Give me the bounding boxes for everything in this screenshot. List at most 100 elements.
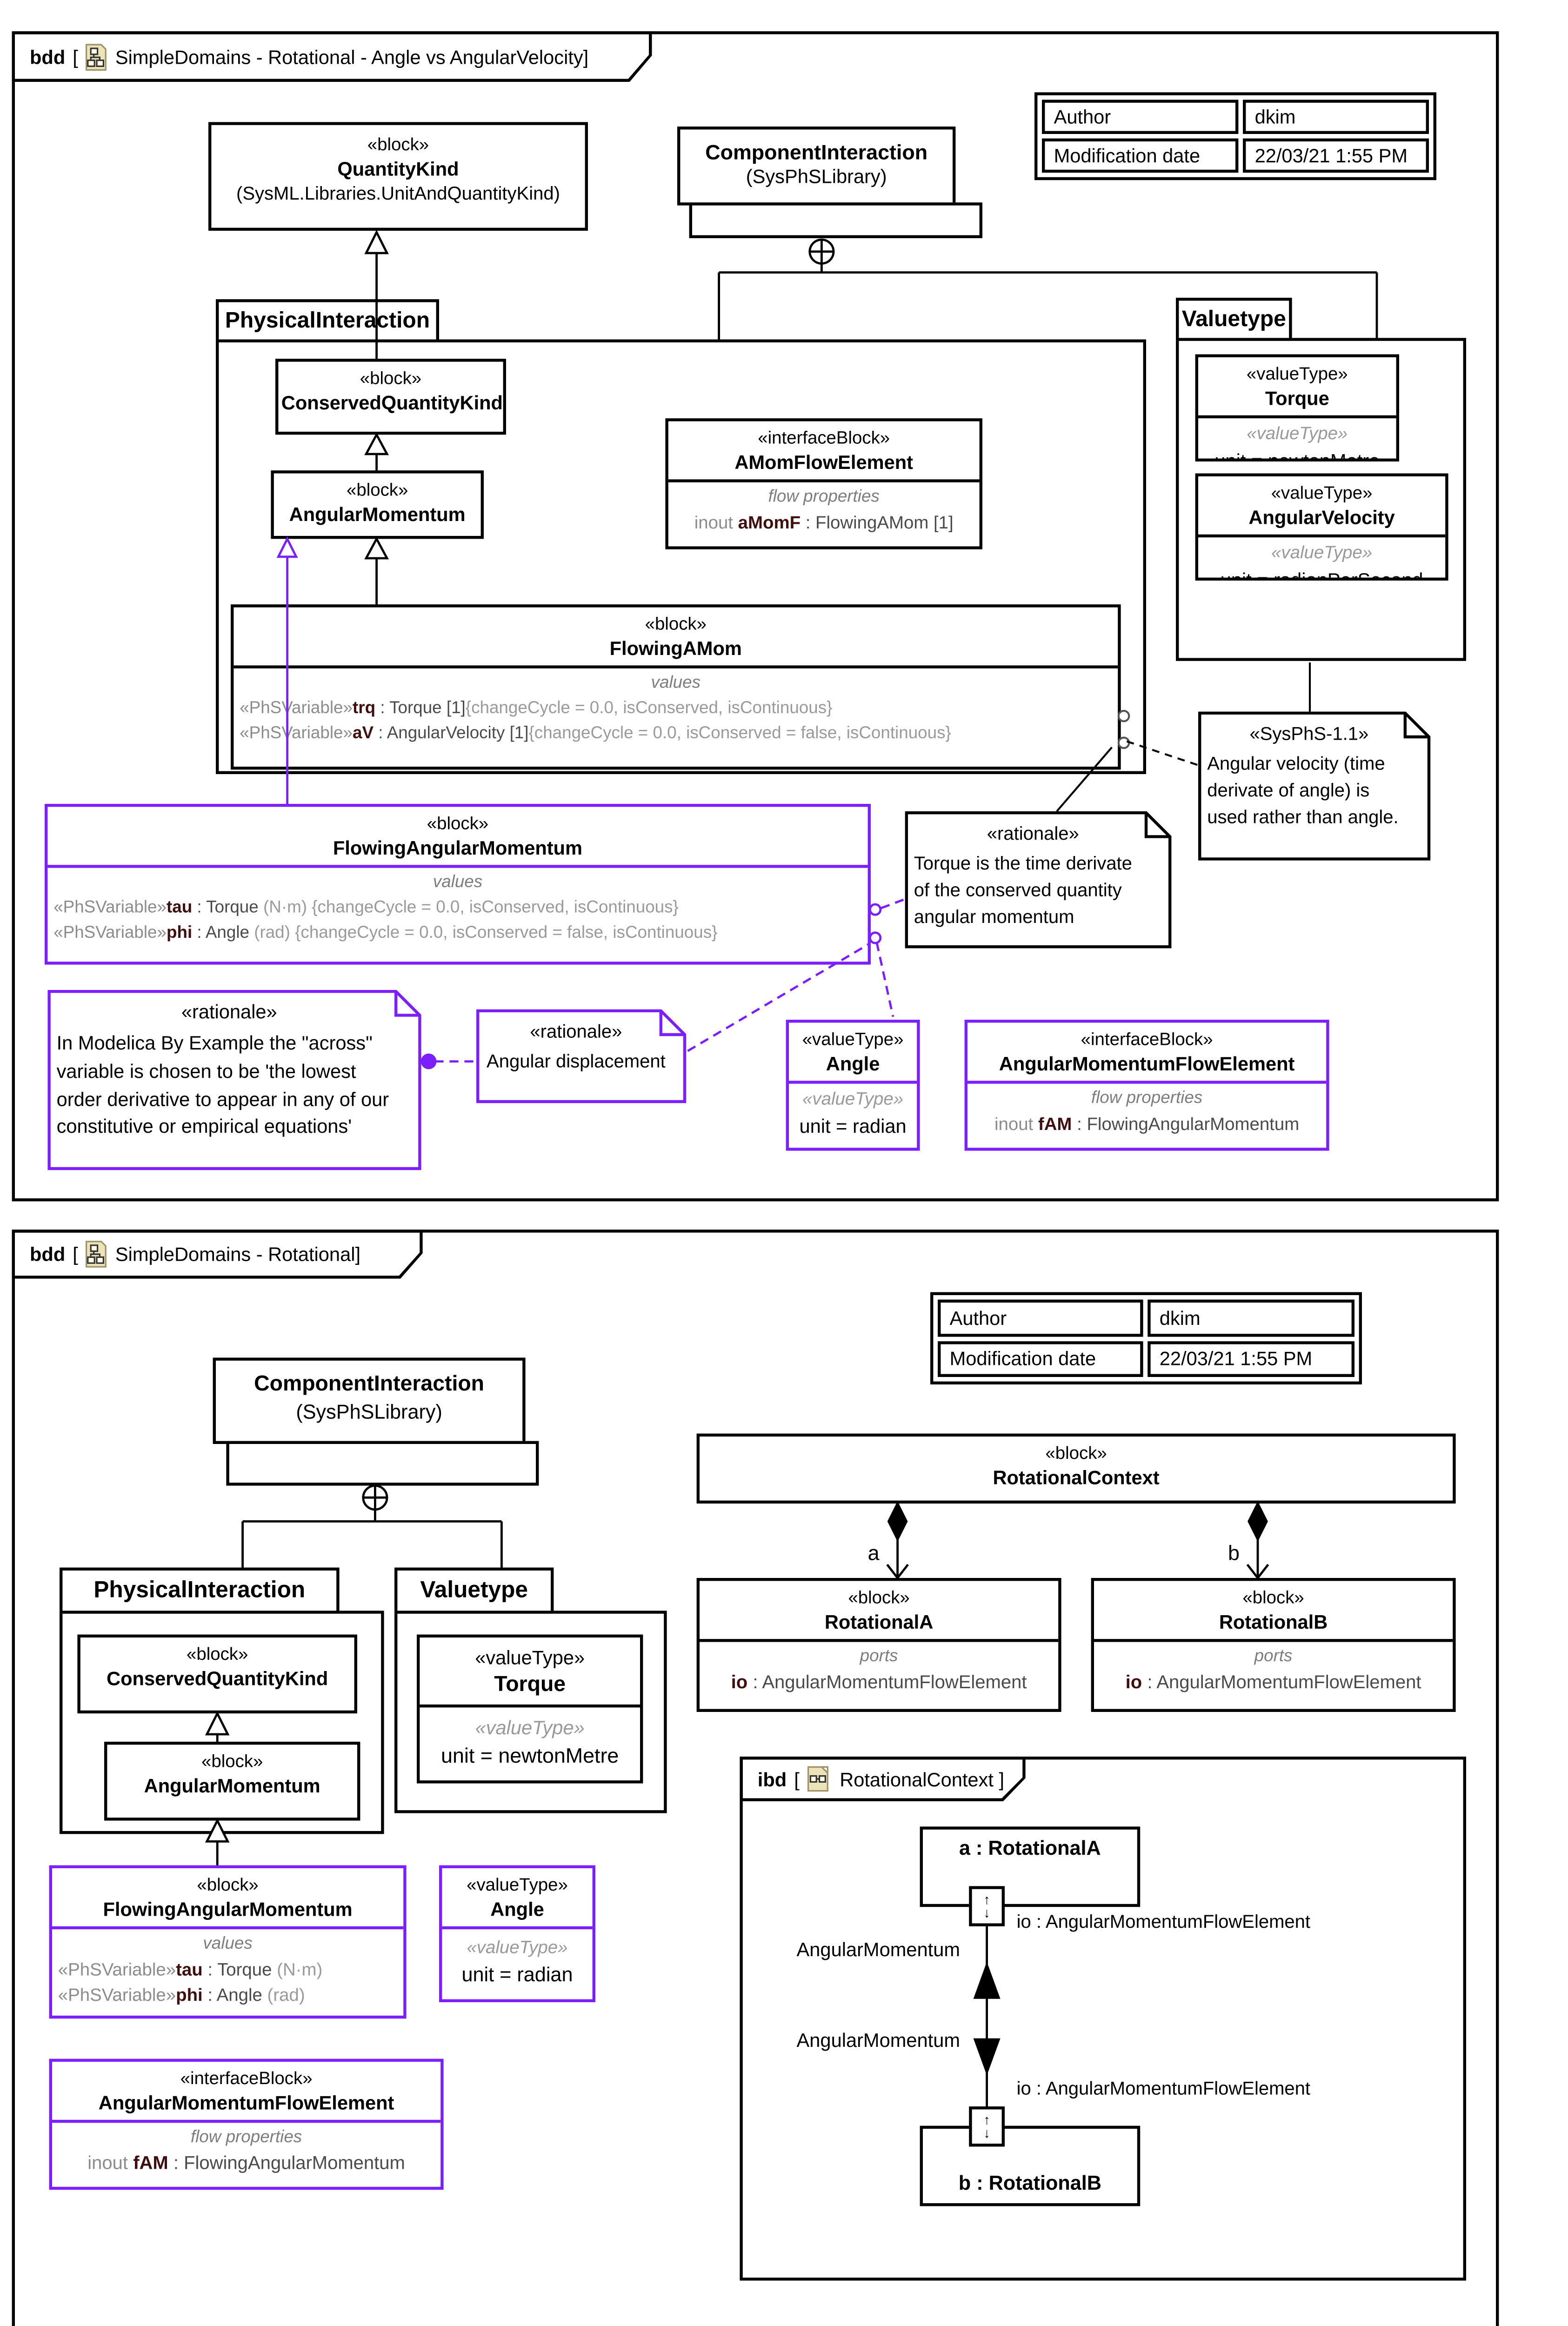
block-name: FlowingAngularMomentum (103, 1897, 353, 1920)
unit-value: unit = radianPerSecond (1220, 568, 1423, 581)
bracket: [ (794, 1768, 800, 1790)
library-name: (SysML.Libraries.UnitAndQuantityKind) (236, 184, 560, 205)
block-component-interaction[interactable]: ComponentInteraction (SysPhSLibrary) (677, 127, 956, 206)
compartment-separator (668, 480, 980, 483)
interface-block-angular-momentum-flow-element[interactable]: «interfaceBlock» AngularMomentumFlowElem… (49, 2059, 444, 2190)
unit-value: unit = newtonMetre (1214, 449, 1380, 461)
package-physical-interaction-tab[interactable]: PhysicalInteraction (60, 1567, 340, 1614)
port-a-label: io : AngularMomentumFlowElement (1016, 1911, 1311, 1932)
port-property[interactable]: io : AngularMomentumFlowElement (1125, 1672, 1421, 1693)
modification-date-value: 22/03/21 1:55 PM (1243, 138, 1429, 173)
compartment-stereotype: «valueType» (467, 1937, 568, 1958)
package-valuetype-tab[interactable]: Valuetype (1176, 298, 1292, 341)
compartment-label: flow properties (1091, 1090, 1203, 1109)
part-b-rotational-b[interactable]: b : RotationalB (920, 2125, 1141, 2206)
block-flowing-angular-momentum[interactable]: «block» FlowingAngularMomentum values «P… (49, 1865, 407, 2019)
stereotype: «valueType» (802, 1029, 904, 1049)
bdd-diagram-icon (86, 43, 107, 70)
stereotype: «valueType» (467, 1874, 568, 1895)
library-name: (SysPhSLibrary) (296, 1400, 442, 1423)
bdd-frame-bottom-tab[interactable]: bdd [ SimpleDomains - Rotational] (12, 1230, 423, 1279)
compartment-separator (1094, 1639, 1453, 1643)
ibd-frame-tab[interactable]: ibd [ RotationalContext ] (740, 1757, 1025, 1801)
port-b-label: io : AngularMomentumFlowElement (1016, 2078, 1311, 2099)
unit-value: unit = radian (799, 1115, 907, 1138)
block-flowing-amom[interactable]: «block» FlowingAMom values «PhSVariable»… (231, 604, 1121, 770)
block-name: ComponentInteraction (254, 1372, 485, 1397)
bdd-frame-top (12, 31, 1499, 1202)
bracket: [ (73, 45, 78, 68)
block-flowing-angular-momentum[interactable]: «block» FlowingAngularMomentum values «P… (45, 804, 871, 965)
stereotype: «valueType» (1246, 363, 1348, 384)
value-property-phi[interactable]: «PhSVariable»phi : Angle (rad) {changeCy… (53, 925, 718, 943)
note-rationale-modelica[interactable]: «rationale»In Modelica By Example the "a… (47, 990, 422, 1171)
port-io-a[interactable]: ↑ ↓ (969, 1886, 1005, 1926)
part-label: a : RotationalA (959, 1837, 1101, 1859)
interface-block-amom-flow-element[interactable]: «interfaceBlock» AMomFlowElement flow pr… (665, 418, 982, 549)
block-name: AngularMomentum (289, 502, 466, 525)
compartment-separator (52, 1927, 404, 1930)
block-name: Angle (826, 1052, 880, 1075)
bdd-frame-top-tab[interactable]: bdd [ SimpleDomains - Rotational - Angle… (12, 31, 652, 82)
value-property-phi[interactable]: «PhSVariable»phi : Angle (rad) (58, 1985, 305, 2006)
block-rotational-a[interactable]: «block» RotationalA ports io : AngularMo… (696, 1578, 1061, 1712)
package-valuetype-tab[interactable]: Valuetype (394, 1567, 554, 1614)
value-type-angle[interactable]: «valueType» Angle «valueType» unit = rad… (786, 1020, 920, 1151)
value-type-angle[interactable]: «valueType» Angle «valueType» unit = rad… (439, 1865, 595, 2002)
author-table[interactable]: Author dkim Modification date 22/03/21 1… (930, 1292, 1362, 1384)
compartment-stereotype: «valueType» (1247, 423, 1348, 445)
block-rotational-context[interactable]: «block» RotationalContext (696, 1433, 1456, 1504)
unit-value: unit = radian (461, 1964, 573, 1986)
note-text: Angular displacement (487, 1051, 666, 1072)
package-physical-interaction-tab[interactable]: PhysicalInteraction (216, 299, 439, 342)
interface-block-angular-momentum-flow-element[interactable]: «interfaceBlock» AngularMomentumFlowElem… (964, 1020, 1329, 1151)
block-rotational-b[interactable]: «block» RotationalB ports io : AngularMo… (1091, 1578, 1456, 1712)
value-type-torque[interactable]: «valueType» Torque «valueType» unit = ne… (417, 1634, 643, 1784)
compartment-stereotype: «valueType» (1271, 542, 1373, 564)
item-flow-label-2: AngularMomentum (796, 2029, 960, 2052)
association-end-a: a (867, 1541, 880, 1565)
part-label: b : RotationalB (958, 2172, 1101, 2194)
arrow-down-icon: ↓ (983, 1905, 990, 1920)
block-quantity-kind[interactable]: «block» QuantityKind (SysML.Libraries.Un… (208, 122, 588, 231)
block-name: RotationalA (824, 1610, 934, 1633)
value-property-tau[interactable]: «PhSVariable»tau : Torque (N·m) {changeC… (53, 900, 679, 918)
port-property[interactable]: io : AngularMomentumFlowElement (731, 1672, 1027, 1693)
flow-property[interactable]: inout fAM : FlowingAngularMomentum (87, 2153, 405, 2174)
value-type-torque[interactable]: «valueType» Torque «valueType» unit = ne… (1195, 354, 1399, 461)
note-text: In Modelica By Example the "across" vari… (56, 1031, 389, 1138)
author-table[interactable]: Author dkim Modification date 22/03/21 1… (1034, 92, 1436, 180)
stereotype: «block» (1242, 1587, 1304, 1608)
note-rationale-angular-displacement[interactable]: «rationale» Angular displacement (476, 1009, 687, 1105)
block-angular-momentum[interactable]: «block» AngularMomentum (271, 470, 484, 539)
block-name: AMomFlowElement (734, 450, 914, 473)
note-sysphs[interactable]: «SysPhS-1.1»Angular velocity (time deriv… (1198, 711, 1432, 862)
stereotype: «block» (347, 479, 408, 501)
block-conserved-quantity-kind[interactable]: «block» ConservedQuantityKind (275, 359, 506, 435)
value-property-tau[interactable]: «PhSVariable»tau : Torque (N·m) (58, 1959, 323, 1981)
port-io-b[interactable]: ↑ ↓ (969, 2106, 1005, 2147)
bracket: [ (73, 1243, 78, 1265)
note-stereotype: «rationale» (530, 1021, 622, 1042)
frame-kind: ibd (757, 1768, 787, 1790)
frame-title: RotationalContext ] (840, 1768, 1005, 1790)
value-property-trq[interactable]: «PhSVariable»trq : Torque [1]{changeCycl… (240, 700, 833, 718)
part-a-rotational-a[interactable]: a : RotationalA (920, 1826, 1141, 1907)
ibd-diagram-icon (807, 1766, 829, 1792)
value-type-angular-velocity[interactable]: «valueType» AngularVelocity «valueType» … (1195, 473, 1448, 581)
stereotype: «interfaceBlock» (1081, 1029, 1213, 1049)
stereotype: «block» (848, 1587, 910, 1608)
block-conserved-quantity-kind[interactable]: «block» ConservedQuantityKind (77, 1634, 357, 1714)
compartment-separator (1198, 416, 1396, 419)
block-angular-momentum[interactable]: «block» AngularMomentum (104, 1742, 360, 1821)
block-name: AngularMomentumFlowElement (98, 2091, 394, 2113)
block-name: RotationalContext (993, 1465, 1160, 1488)
value-property-av[interactable]: «PhSVariable»aV : AngularVelocity [1]{ch… (240, 725, 951, 744)
block-name: RotationalB (1219, 1610, 1328, 1633)
flow-property[interactable]: inout aMomF : FlowingAMom [1] (694, 513, 954, 534)
note-rationale-torque[interactable]: «rationale»Torque is the time derivate o… (905, 811, 1173, 950)
flow-property[interactable]: inout fAM : FlowingAngularMomentum (994, 1114, 1300, 1135)
arrow-up-icon: ↑ (983, 2112, 990, 2127)
block-component-interaction[interactable]: ComponentInteraction (SysPhSLibrary) (213, 1357, 526, 1444)
